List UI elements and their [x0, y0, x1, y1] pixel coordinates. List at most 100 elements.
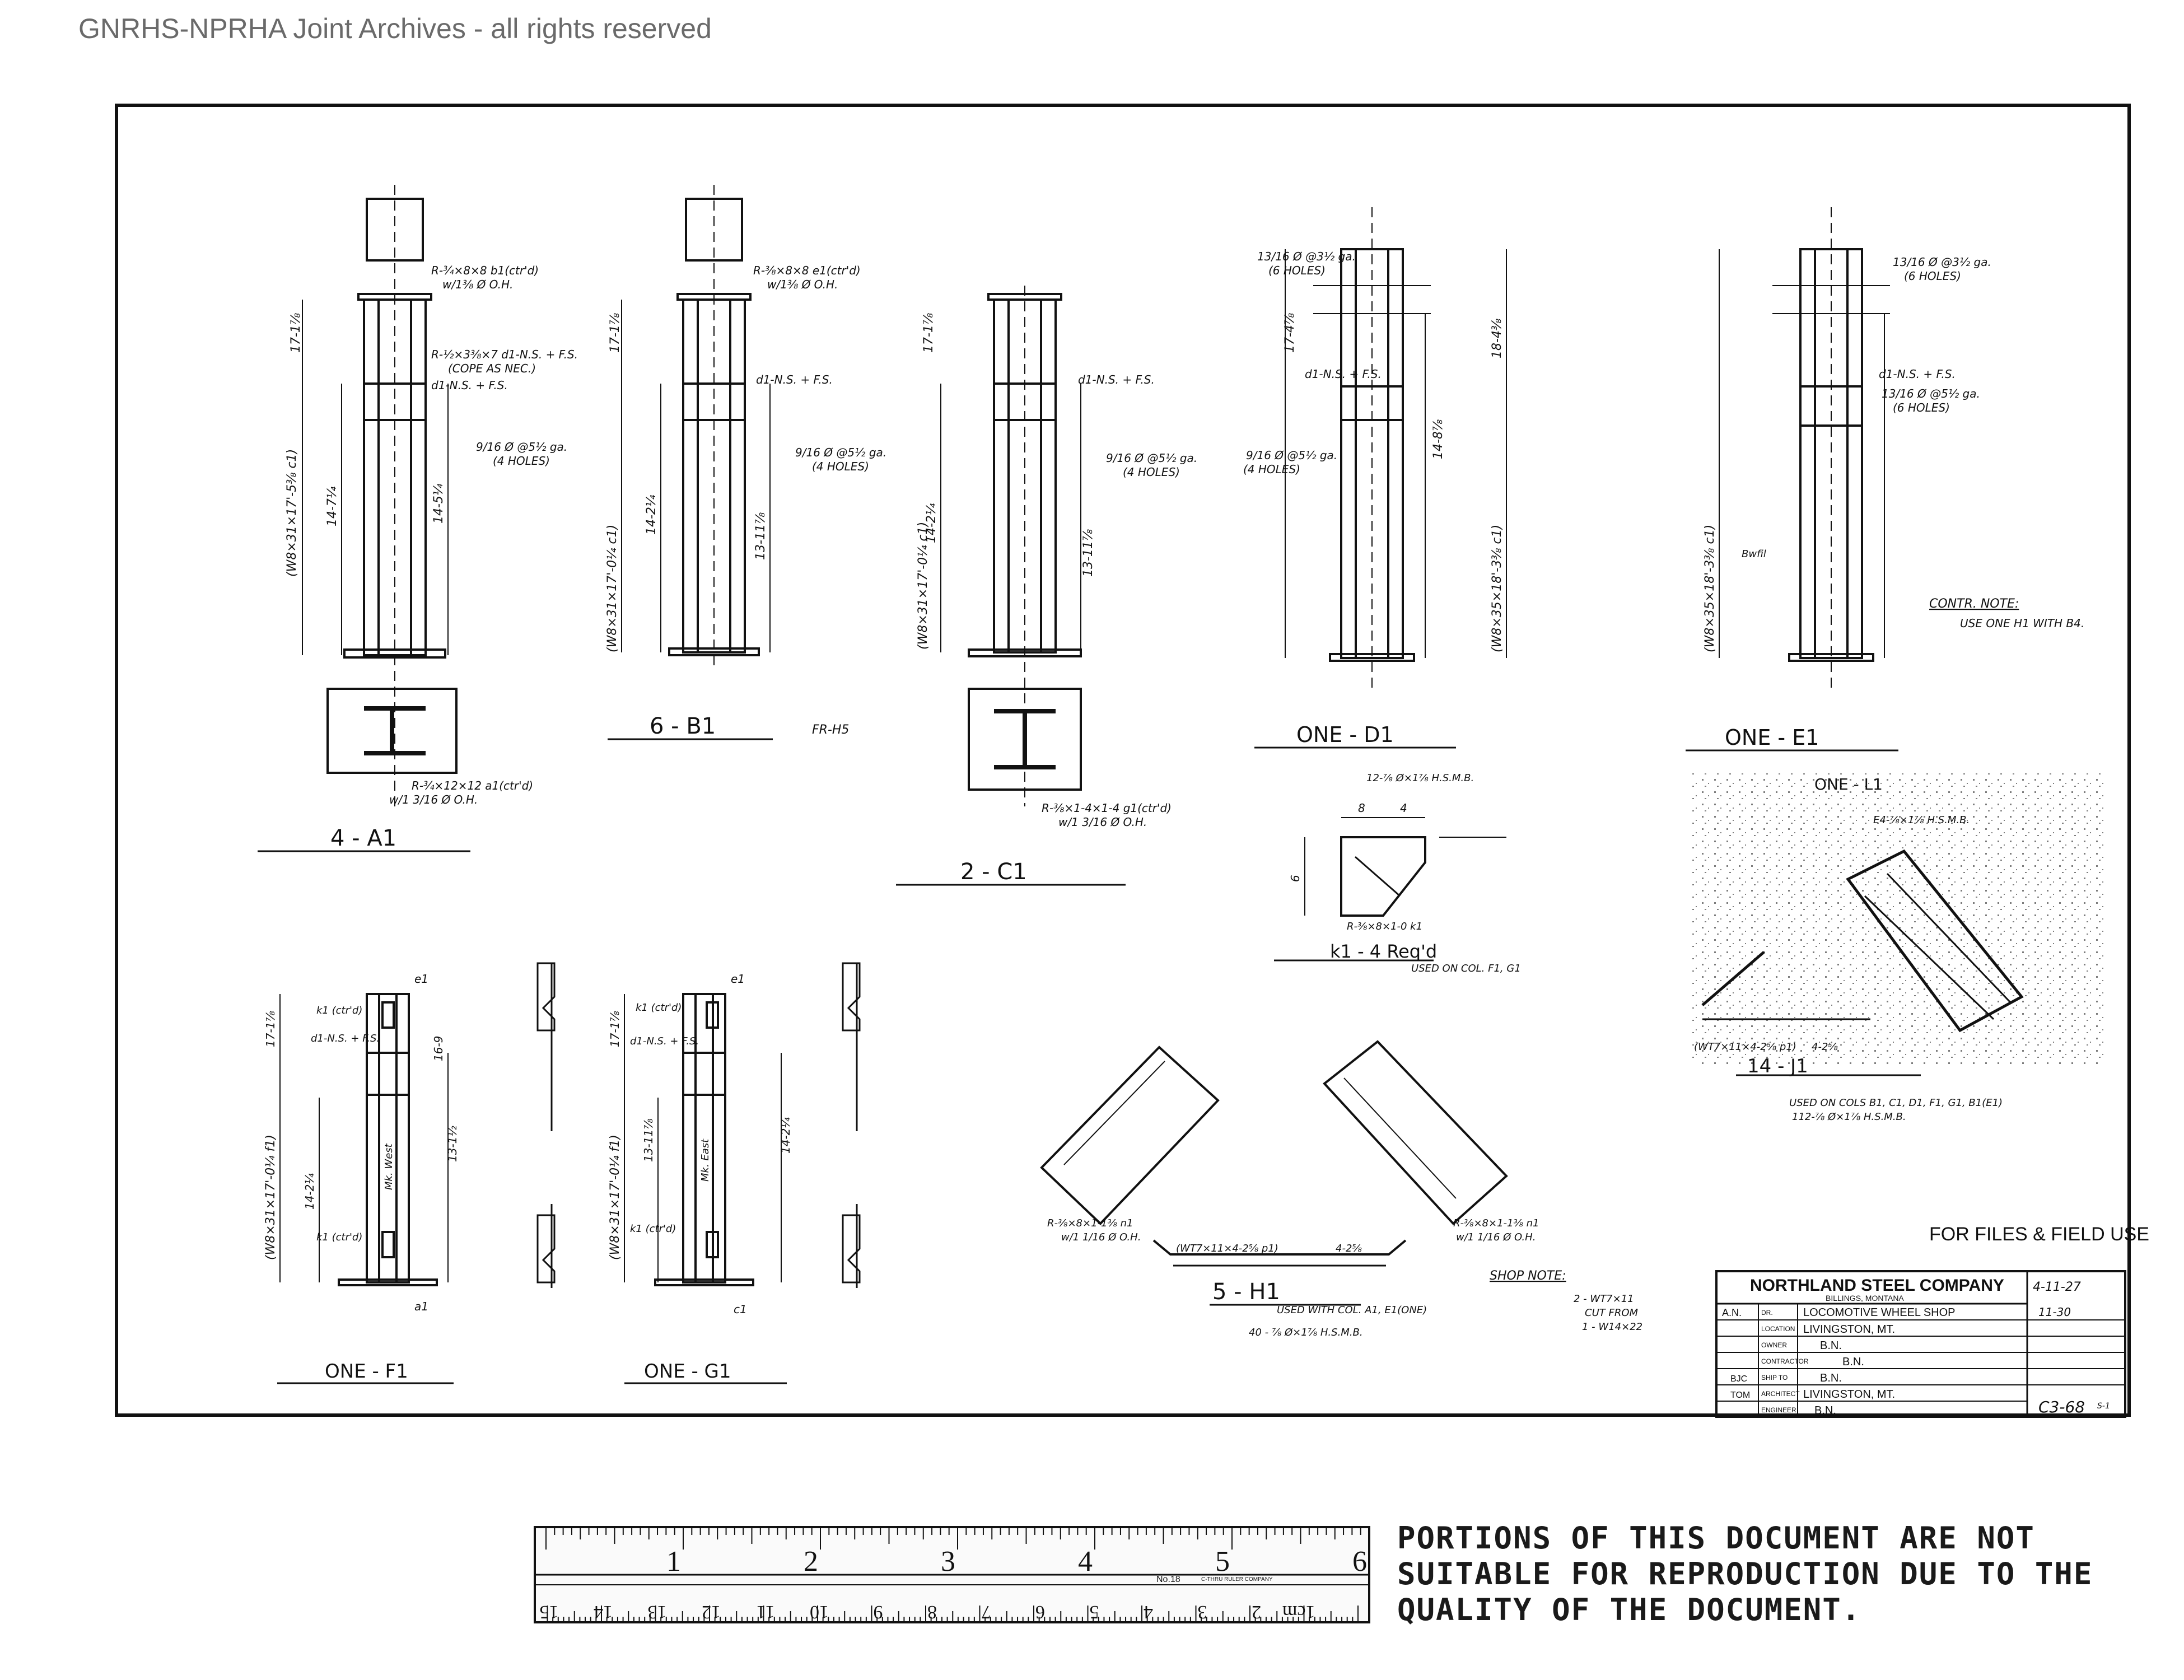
row-value-5: LIVINGSTON, MT.	[1803, 1388, 1895, 1401]
date: 4-11-27	[2033, 1280, 2081, 1294]
d1-note-3: 9/16 Ø @5½ ga.	[1246, 449, 1337, 462]
k1-used: USED ON COL. F1, G1	[1411, 963, 1521, 974]
b1-title: 6 - B1	[650, 713, 716, 739]
row-label-4: SHIP TO	[1761, 1374, 1788, 1382]
h1-bolts: 40 - ⅞ Ø×1⅞ H.S.M.B.	[1249, 1327, 1363, 1338]
ruler-cm-label: 6	[1035, 1602, 1045, 1622]
b1-dim-1: 14-2¼	[645, 494, 659, 535]
drawing-sheet	[115, 104, 2131, 1417]
detail-l1	[1691, 773, 2106, 1076]
e1-note-0: 13/16 Ø @3½ ga.	[1893, 255, 1991, 269]
ruler-cm-label: 4	[1144, 1602, 1153, 1622]
row-label-1: LOCATION	[1761, 1325, 1795, 1333]
row-value-3: B.N.	[1842, 1356, 1864, 1368]
b1-col-label: (W8×31×17'-0¼ c1)	[605, 525, 619, 652]
e1-note-5: Bwfil	[1742, 548, 1766, 560]
g1-col-label: (W8×31×17'-0¼ f1)	[608, 1135, 622, 1260]
c1-note-1: 9/16 Ø @5½ ga.	[1106, 451, 1197, 465]
h1-note-5: 4-2⅝	[1336, 1243, 1362, 1254]
ruler-cm-label: 3	[1198, 1602, 1207, 1622]
detail-c1	[896, 286, 1126, 886]
d1-dim-2: 14-8⅞	[1431, 419, 1445, 459]
h1-note-0: R-⅜×8×1-1⅜ n1	[1047, 1217, 1133, 1229]
a1-note-3: (COPE AS NEC.)	[448, 362, 536, 375]
f1-note-2: d1-N.S. + F.S.	[311, 1033, 380, 1044]
b1-note-3: 9/16 Ø @5½ ga.	[795, 446, 886, 459]
row-label-0: DR.	[1761, 1309, 1773, 1317]
c1-title: 2 - C1	[960, 859, 1027, 885]
g1-dim-2: 14-2¼	[779, 1117, 792, 1154]
a1-note-2: R-½×3⅜×7 d1-N.S. + F.S.	[431, 348, 578, 361]
ruler	[534, 1526, 1370, 1623]
ruler-inch-label: 5	[1215, 1546, 1230, 1578]
h1-title: 5 - H1	[1212, 1279, 1280, 1305]
shop-note-line-1: CUT FROM	[1585, 1307, 1638, 1319]
ruler-inch-label: 2	[804, 1546, 818, 1578]
a1-dim-2: 14-5¼	[432, 483, 446, 524]
ruler-cm-label: 8	[927, 1602, 937, 1622]
row-label-6: ENGINEER	[1761, 1406, 1796, 1414]
a1-dim-1: 14-7¼	[325, 486, 339, 526]
i1-title: 14 - J1	[1747, 1055, 1808, 1077]
row-label-5: ARCHITECT	[1761, 1390, 1800, 1398]
b1-note-2: d1-N.S. + F.S.	[756, 373, 833, 386]
i1-bolts: 112-⅞ Ø×1⅞ H.S.M.B.	[1792, 1111, 1906, 1123]
f1-col-label: (W8×31×17'-0¼ f1)	[264, 1135, 278, 1260]
f1-note-0: e1	[414, 972, 428, 986]
ruler-cm-label: 5	[1090, 1602, 1099, 1622]
e1-note-4: (6 HOLES)	[1893, 401, 1950, 414]
row-value-0: LOCOMOTIVE WHEEL SHOP	[1803, 1306, 1956, 1319]
f1-note-3: Mk. West	[383, 1143, 395, 1190]
d1-dim-0: 18-4⅜	[1490, 319, 1504, 358]
row-initial-0: A.N.	[1722, 1307, 1742, 1318]
g1-note-5: c1	[734, 1303, 747, 1316]
detail-b1	[608, 185, 773, 740]
detail-a1	[258, 185, 470, 852]
h1-note-3: w/1 1/16 Ø O.H.	[1456, 1231, 1536, 1243]
ruler-cm-label: 7	[982, 1602, 991, 1622]
ruler-cm-label: 12	[702, 1602, 721, 1622]
g1-note-2: d1-N.S. + F.S.	[630, 1035, 699, 1047]
c1-note-2: (4 HOLES)	[1123, 465, 1180, 479]
l1-title: ONE - L1	[1814, 775, 1883, 794]
e1-title: ONE - E1	[1725, 725, 1819, 750]
f1-note-5: a1	[414, 1300, 428, 1313]
row-label-2: OWNER	[1761, 1341, 1787, 1349]
f1-title: ONE - F1	[325, 1360, 408, 1383]
shop-note-line-2: 1 - W14×22	[1582, 1321, 1642, 1333]
ruler-cm-label: 1cm	[1282, 1602, 1315, 1622]
ruler-cm-label: 15	[540, 1602, 559, 1622]
legibility-notice: Portions of this document are not suitab…	[1397, 1520, 2093, 1627]
d1-note-2: d1-N.S. + F.S.	[1305, 367, 1382, 381]
a1-dim-0: 17-1⅞	[289, 313, 303, 353]
h1-note-2: R-⅜×8×1-1⅜ n1	[1453, 1217, 1539, 1229]
drawn-by: BJC	[1730, 1374, 1747, 1384]
f1-dim-4: 16-9	[432, 1036, 445, 1061]
a1-note-4: d1-N.S. + F.S.	[431, 379, 508, 392]
c1-dim-1: 14-2¼	[925, 503, 939, 543]
contr-note-text: USE ONE H1 WITH B4.	[1960, 617, 2084, 630]
company-city: BILLINGS, MONTANA	[1826, 1294, 1904, 1303]
b1-note-4: (4 HOLES)	[812, 460, 869, 473]
ruler-inch-label: 1	[666, 1546, 681, 1578]
a1-note-7: R-¾×12×12 a1(ctr'd)	[412, 779, 533, 792]
k1-plate: R-⅜×8×1-0 k1	[1347, 921, 1422, 932]
date-2: 11-30	[2038, 1305, 2071, 1319]
sheet-number: C3-68	[2038, 1398, 2085, 1416]
checked-by: TOM	[1730, 1390, 1750, 1400]
ruler-cm-label: 9	[874, 1602, 883, 1622]
h1-note-1: w/1 1/16 Ø O.H.	[1061, 1231, 1141, 1243]
a1-note-0: R-¾×8×8 b1(ctr'd)	[431, 264, 539, 277]
detail-d1	[1254, 207, 1507, 749]
g1-note-0: e1	[731, 972, 745, 986]
b1-dim-0: 17-1⅞	[608, 313, 622, 353]
c1-dim-2: 13-11⅞	[1081, 529, 1095, 577]
e1-note-3: 13/16 Ø @5½ ga.	[1882, 387, 1980, 400]
detail-k1	[1274, 817, 1506, 962]
g1-note-3: Mk. East	[699, 1138, 711, 1182]
f1-dim-5: 13-1½	[446, 1126, 459, 1162]
detail-h1	[1040, 1040, 1508, 1306]
d1-col-label: (W8×35×18'-3⅜ c1)	[1490, 525, 1504, 652]
g1-title: ONE - G1	[644, 1360, 731, 1383]
